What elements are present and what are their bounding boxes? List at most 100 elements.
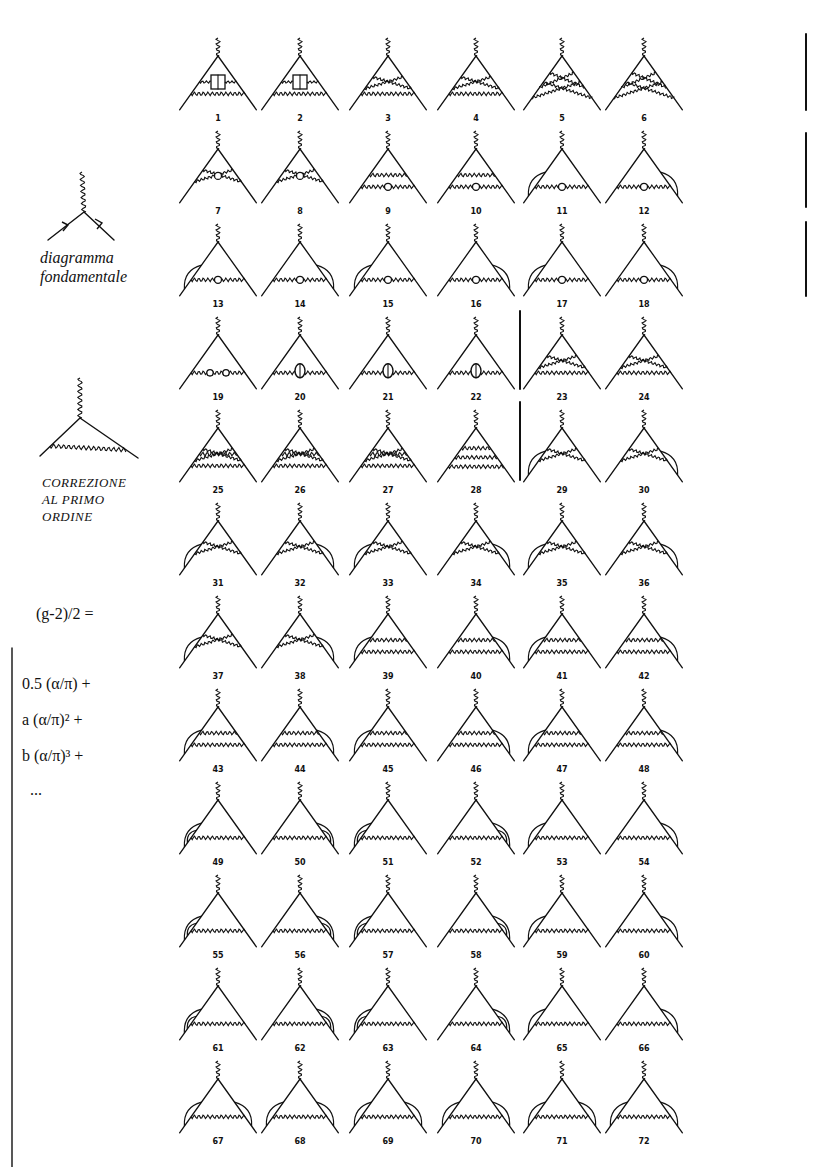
self-energy-arc [493,916,510,940]
external-photon [560,503,564,521]
light-by-light-box [211,75,225,89]
self-energy-arc [322,830,331,843]
fermion-line [438,986,476,1040]
diagram-number: 21 [368,393,408,403]
photon-rung [457,173,494,177]
label-holder: 45 [368,765,408,775]
external-photon [386,131,390,149]
external-photon [298,596,302,614]
fermion-line [262,893,300,947]
self-energy-arc [317,637,334,661]
diagram-number: 5 [542,114,582,124]
self-energy-arc [493,1009,510,1033]
diagram-number: 54 [624,858,664,868]
fermion-line [218,149,256,203]
label-holder: 7 [198,207,238,217]
external-photon [642,224,646,242]
photon-rung [191,743,245,747]
external-photon [386,689,390,707]
diagram-number: 40 [456,672,496,682]
vacuum-loop [383,364,393,378]
fermion-line [644,800,682,854]
self-energy-arc [661,1009,678,1033]
self-energy-arc [354,730,371,754]
self-energy-arc [661,823,678,847]
diagram-number: 9 [368,207,408,217]
label-holder: b (α/π)³ + [22,746,152,766]
external-photon [298,131,302,149]
fermion-line [438,707,476,761]
label-holder: 42 [624,672,664,682]
self-energy-arc [184,544,201,568]
diagram-number: 10 [456,207,496,217]
label-holder: 10 [456,207,496,217]
separator-bar [519,402,521,480]
label-holder: 12 [624,207,664,217]
crossed-photon [277,448,316,461]
crossed-photon [373,542,411,554]
self-energy-arc [354,1102,371,1126]
external-photon [474,224,478,242]
fermion-line [350,335,388,389]
fermion-line [350,149,388,203]
self-energy-arc [357,830,366,843]
formula-text: 0.5 (α/π) + [22,674,152,694]
label-holder: 50 [280,858,320,868]
external-photon [560,38,564,56]
diagram-number: 34 [456,579,496,589]
photon-rung [369,173,406,177]
label-holder: 30 [624,486,664,496]
self-energy-arc [610,1102,627,1126]
self-energy-arc [528,730,545,754]
crossed-photon [195,448,234,461]
label-holder: 18 [624,300,664,310]
fermion-arrow [62,222,68,231]
vacuum-bubble [473,183,480,190]
fermion-line [218,521,256,575]
separator-bar [805,222,807,296]
fermion-line [562,986,600,1040]
vacuum-bubble [473,276,480,283]
external-photon [298,38,302,56]
external-photon [474,131,478,149]
self-energy-arc [322,1016,331,1029]
photon-rung [617,371,671,375]
self-energy-arc [528,451,545,475]
crossed-photon [285,449,323,461]
self-energy-arc [661,451,678,475]
external-photon [642,38,646,56]
label-holder: 71 [542,1137,582,1147]
photon-rung [617,1022,671,1026]
external-photon [386,410,390,428]
fermion-line [438,893,476,947]
diagram-number: 67 [198,1137,238,1147]
fermion-line [476,335,514,389]
label-holder: 28 [456,486,496,496]
photon-rung [191,371,245,375]
label-holder: 32 [280,579,320,589]
self-energy-arc [187,830,196,843]
self-energy-arc [528,916,545,940]
fermion-line [562,521,600,575]
external-photon [386,224,390,242]
formula-text: ... [30,780,90,800]
external-photon [298,782,302,800]
fermion-line [606,242,644,296]
external-photon [560,224,564,242]
fermion-line [524,56,562,110]
label-holder: 46 [456,765,496,775]
label-holder: 39 [368,672,408,682]
self-energy-arc [528,172,545,196]
fermion-line [644,335,682,389]
crossed-photon [539,355,578,368]
vacuum-loop [295,364,305,378]
fermion-line [262,242,300,296]
self-energy-arc [184,730,201,754]
self-energy-arc [528,1009,545,1033]
photon-rung [625,638,662,642]
fermion-line [180,242,218,296]
photon-rung [617,650,671,654]
diagram-number: 25 [198,486,238,496]
label-holder: 72 [624,1137,664,1147]
fermion-line [388,1079,426,1133]
